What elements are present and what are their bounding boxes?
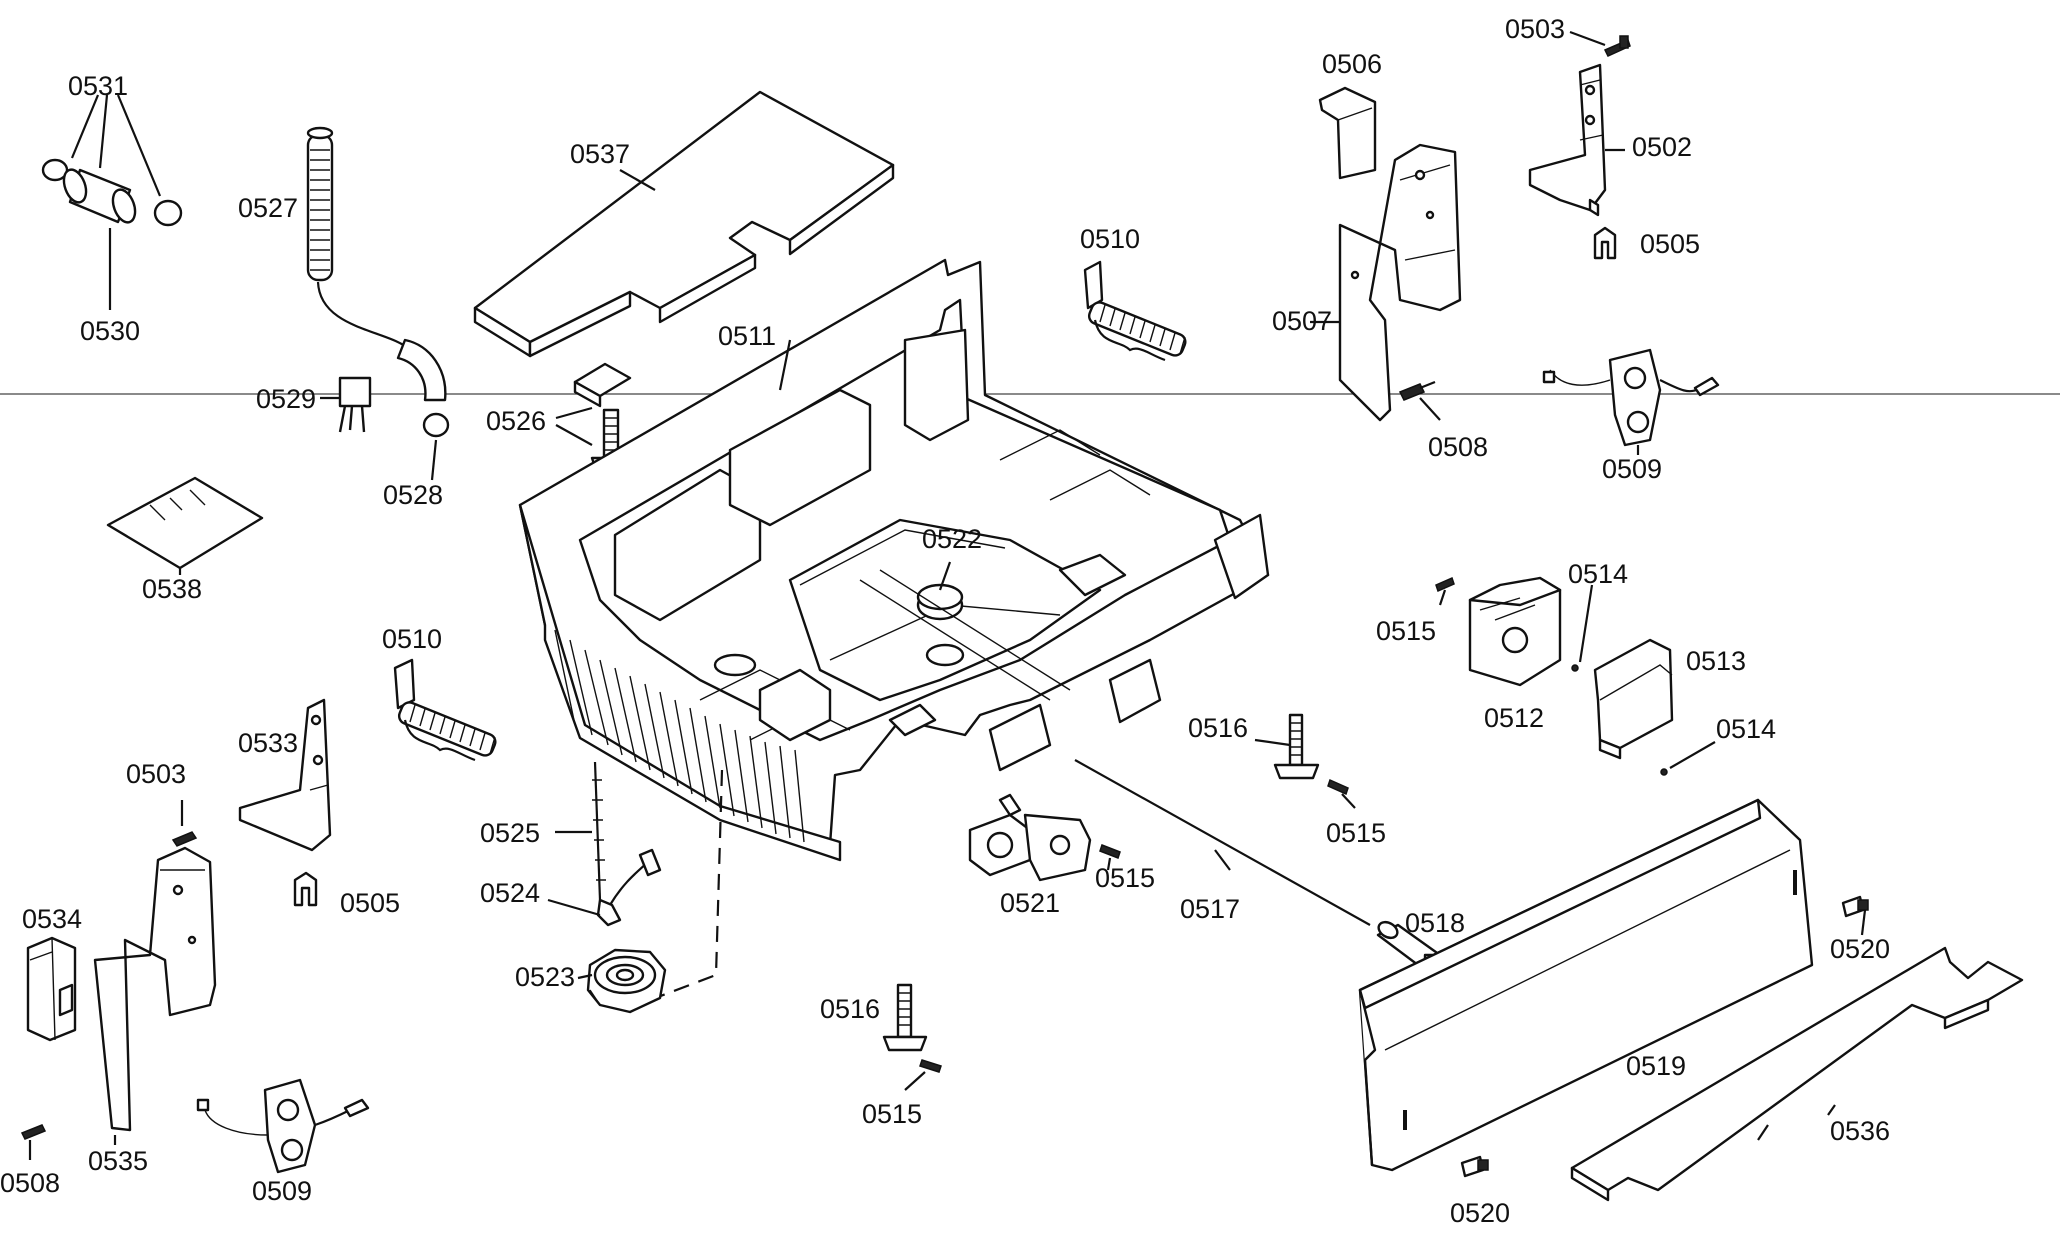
part-0516-foot-b bbox=[882, 983, 928, 1052]
part-0515-screw-c bbox=[1099, 844, 1121, 871]
part-0508-screw-top bbox=[1398, 380, 1441, 421]
part-0511-base-tub bbox=[518, 258, 1270, 862]
label-0531: 0531 bbox=[68, 71, 128, 101]
part-0525-rod-sensor bbox=[555, 761, 606, 901]
part-0509-door-switch-top bbox=[1542, 348, 1720, 455]
part-0536-strip bbox=[1570, 946, 2024, 1202]
label-0533: 0533 bbox=[238, 728, 298, 758]
part-0516-foot-a bbox=[1254, 713, 1320, 780]
label-0525: 0525 bbox=[480, 818, 540, 848]
label-0528: 0528 bbox=[383, 480, 443, 510]
part-0510-hinge-spring-left bbox=[393, 658, 497, 762]
part-0524-sensor-wire bbox=[547, 848, 662, 927]
label-0508: 0508 bbox=[1428, 432, 1488, 462]
label-0530: 0530 bbox=[80, 316, 140, 346]
label-0510: 0510 bbox=[1080, 224, 1140, 254]
label-0535: 0535 bbox=[88, 1146, 148, 1176]
label-0515: 0515 bbox=[1326, 818, 1386, 848]
part-0519-kick-plate bbox=[1358, 798, 1814, 1172]
part-0507-hinge-bracket bbox=[1310, 143, 1462, 422]
label-0522: 0522 bbox=[922, 524, 982, 554]
label-0537: 0537 bbox=[570, 139, 630, 169]
part-0512-housing bbox=[1468, 576, 1562, 687]
part-0515-screw-d bbox=[904, 1059, 942, 1091]
part-0515-screw-a bbox=[1435, 576, 1455, 606]
label-0521: 0521 bbox=[1000, 888, 1060, 918]
part-0506-bracket-cover bbox=[1318, 86, 1377, 180]
part-0505-clip-left bbox=[293, 871, 318, 907]
part-0505-clip-top bbox=[1593, 226, 1617, 260]
label-0503: 0503 bbox=[1505, 14, 1565, 44]
part-0517-rod bbox=[1074, 759, 1371, 926]
part-0503-screw-top bbox=[1569, 30, 1631, 57]
label-0515: 0515 bbox=[1095, 863, 1155, 893]
label-0523: 0523 bbox=[515, 962, 575, 992]
part-0510-hinge-spring-top bbox=[1083, 260, 1187, 362]
label-0515: 0515 bbox=[862, 1099, 922, 1129]
label-0520: 0520 bbox=[1450, 1198, 1510, 1228]
label-0524: 0524 bbox=[480, 878, 540, 908]
label-0508: 0508 bbox=[0, 1168, 60, 1198]
label-0505: 0505 bbox=[1640, 229, 1700, 259]
label-0509: 0509 bbox=[1602, 454, 1662, 484]
label-0536: 0536 bbox=[1830, 1116, 1890, 1146]
part-0513-cover bbox=[1593, 638, 1674, 760]
label-0538: 0538 bbox=[142, 574, 202, 604]
label-0513: 0513 bbox=[1686, 646, 1746, 676]
label-0511: 0511 bbox=[718, 321, 776, 351]
label-0505: 0505 bbox=[340, 888, 400, 918]
part-0523-sump-cup bbox=[577, 948, 667, 1014]
part-0508-screw-left bbox=[20, 1124, 47, 1160]
part-0530-hose-tube bbox=[41, 94, 183, 310]
label-0514: 0514 bbox=[1568, 559, 1628, 589]
part-0514-clip-a bbox=[1571, 584, 1594, 672]
label-0527: 0527 bbox=[238, 193, 298, 223]
label-0510: 0510 bbox=[382, 624, 442, 654]
label-0529: 0529 bbox=[256, 384, 316, 414]
part-0502-latch-bracket bbox=[1528, 63, 1625, 217]
part-0503-screw-left bbox=[171, 800, 198, 847]
label-0518: 0518 bbox=[1405, 908, 1465, 938]
label-0519: 0519 bbox=[1626, 1051, 1686, 1081]
part-0534-cover bbox=[26, 936, 77, 1042]
label-0516: 0516 bbox=[820, 994, 880, 1024]
label-0506: 0506 bbox=[1322, 49, 1382, 79]
part-0538-screw-bag bbox=[106, 476, 264, 575]
label-0534: 0534 bbox=[22, 904, 82, 934]
label-0512: 0512 bbox=[1484, 703, 1544, 733]
part-0509-door-switch-left bbox=[196, 1078, 370, 1174]
part-0520-screw-a bbox=[1841, 895, 1869, 936]
part-0515-screw-b bbox=[1327, 778, 1356, 809]
label-0526: 0526 bbox=[486, 406, 546, 436]
label-0514: 0514 bbox=[1716, 714, 1776, 744]
label-0507: 0507 bbox=[1272, 306, 1332, 336]
part-0537-top-panel bbox=[473, 90, 895, 358]
label-0520: 0520 bbox=[1830, 934, 1890, 964]
label-0515: 0515 bbox=[1376, 616, 1436, 646]
part-0514-clip-b bbox=[1660, 741, 1716, 776]
label-0517: 0517 bbox=[1180, 894, 1240, 924]
part-0529-clip bbox=[320, 376, 372, 433]
leader-0522 bbox=[938, 561, 952, 591]
part-0527-corrugated-hose bbox=[306, 126, 450, 481]
label-0509: 0509 bbox=[252, 1176, 312, 1206]
label-0502: 0502 bbox=[1632, 132, 1692, 162]
label-0503: 0503 bbox=[126, 759, 186, 789]
part-0520-screw-b bbox=[1460, 1155, 1489, 1178]
part-0535-hinge-bracket bbox=[93, 846, 217, 1145]
part-0533-bracket bbox=[238, 698, 332, 852]
label-0516: 0516 bbox=[1188, 713, 1248, 743]
part-0521-valve bbox=[968, 793, 1092, 882]
